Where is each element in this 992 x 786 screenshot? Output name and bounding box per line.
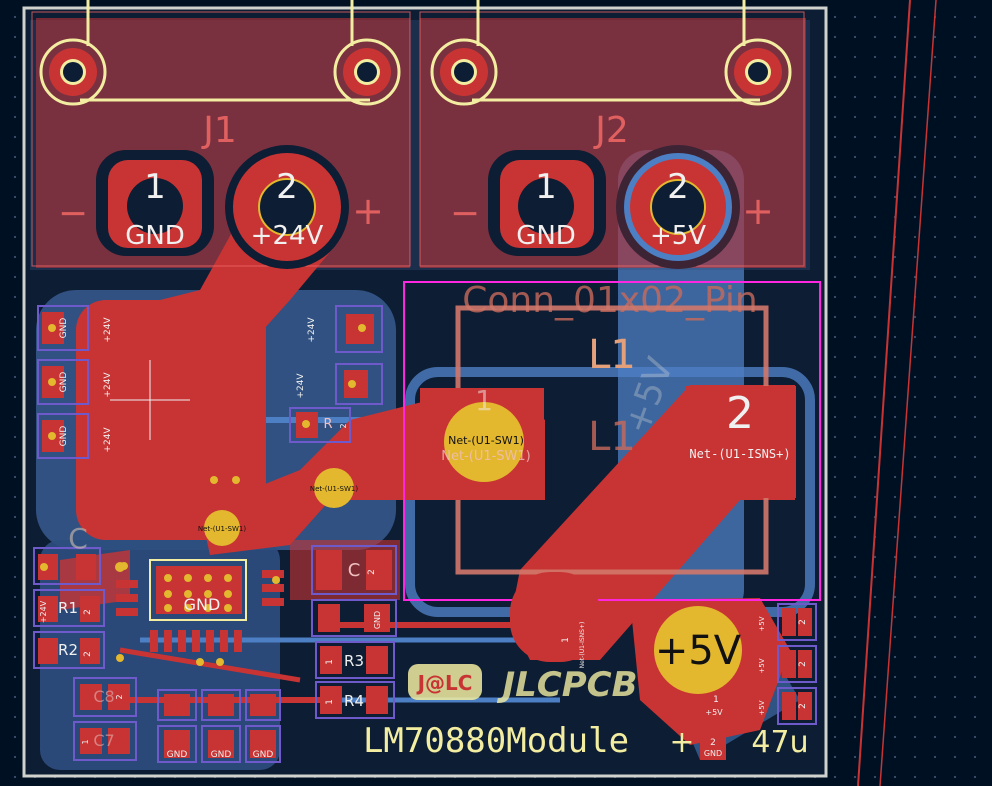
- ic-u1[interactable]: GND: [116, 476, 284, 666]
- edge-cut-line: [879, 0, 937, 786]
- mid-cap-ref: C: [348, 560, 361, 581]
- silkscreen-branding: J@LC JLCPCB LM70880Module: [363, 664, 638, 761]
- resistor-r-ref: R: [323, 417, 332, 432]
- c8-ref-label: C8: [93, 687, 114, 706]
- j2-pin2-net: +5V: [650, 221, 706, 251]
- ocap3-net: +5V: [758, 700, 766, 715]
- out-pad-net: Net-(U1-ISNS+): [579, 622, 586, 669]
- ocap1-net: +5V: [758, 616, 766, 631]
- out-gnd-pad-num: 2: [710, 738, 716, 748]
- out-cap-plus: +: [669, 725, 694, 760]
- board-edge: [22, 6, 828, 778]
- j1-pin1-net: GND: [125, 221, 185, 251]
- u1-thermal-net: GND: [184, 595, 221, 614]
- j2-ref-label: J2: [593, 110, 629, 151]
- r3-pin-label: 1: [325, 659, 335, 665]
- l1-pad1-net: Net-(U1-SW1): [448, 434, 524, 447]
- j1-minus-mark: −: [58, 193, 88, 234]
- ocap3-pin: 2: [798, 703, 808, 709]
- connector-j2[interactable]: J2 1 GND − 2 +5V +: [419, 0, 805, 269]
- rcap2-24v-label: +24V: [296, 373, 306, 399]
- input-cap-3[interactable]: GND +24V: [37, 413, 113, 459]
- logo-text: JLCPCB: [496, 665, 637, 705]
- r2-pin-label: 2: [83, 651, 93, 657]
- r1-ref-label: R1: [58, 599, 78, 617]
- output-section[interactable]: 1 Net-(U1-ISNS+) +5V 1 +5V 2 GND 47u +: [510, 572, 809, 760]
- cap2-24v-label: +24V: [103, 372, 113, 398]
- l1-pad1-net-shadow: Net-(U1-SW1): [441, 449, 531, 464]
- l1-fab-ref-label: L1: [588, 414, 636, 460]
- input-cap-1[interactable]: GND +24V: [37, 305, 113, 351]
- out-pad-pin: 1: [561, 637, 571, 643]
- j2-value-label: Conn_01x02_Pin: [462, 280, 757, 321]
- out-pad1-net: +5V: [705, 708, 723, 717]
- l1-pad1-number: 1: [475, 384, 493, 417]
- r4-ref-label: R4: [344, 692, 364, 710]
- c7-pin-label: 1: [81, 739, 90, 744]
- r4-pin-label: 1: [325, 699, 335, 705]
- gnd-pad-label-2: GND: [211, 750, 232, 760]
- r2-ref-label: R2: [58, 641, 78, 659]
- j2-minus-mark: −: [450, 193, 480, 234]
- r1-net-label: +24V: [39, 600, 48, 623]
- inductor-l1[interactable]: Conn_01x02_Pin L1 L1 1 Net-(U1-SW1) Net-…: [403, 280, 821, 601]
- resistors-left[interactable]: R1 +24V 2 R2 2 C: [33, 522, 125, 669]
- out-cap-value: 47u: [751, 725, 808, 760]
- right-input-caps[interactable]: +24V +24V R 2: [289, 305, 383, 443]
- sw-via-net-2: Net-(U1-SW1): [198, 525, 246, 533]
- board-title: LM70880Module: [363, 721, 629, 761]
- j2-pin1-net: GND: [516, 221, 576, 251]
- c8-pin-label: 2: [115, 694, 124, 699]
- logo-badge: J@LC: [416, 671, 473, 695]
- cap1-24v-label: +24V: [103, 317, 113, 343]
- l1-pad2-net: Net-(U1-ISNS+): [689, 447, 790, 461]
- j1-plus-mark: +: [352, 189, 384, 233]
- j2-pin2-number: 2: [667, 167, 689, 207]
- r1-pin-label: 2: [83, 609, 93, 615]
- ocap2-net: +5V: [758, 658, 766, 673]
- j2-pin1-number: 1: [535, 167, 557, 207]
- j1-pin2-net: +24V: [251, 221, 324, 251]
- sw-via-net: Net-(U1-SW1): [310, 485, 358, 493]
- j1-ref-label: J1: [201, 110, 237, 151]
- c7-ref-label: C7: [93, 731, 114, 750]
- j2-plus-mark: +: [742, 189, 774, 233]
- small-caps-bottom[interactable]: C8 2 C7 1: [73, 677, 137, 761]
- j1-pin2-number: 2: [276, 167, 298, 207]
- rcap1-24v-label: +24V: [307, 317, 317, 343]
- l1-pad2-number: 2: [726, 388, 754, 439]
- ocap1-pin: 2: [798, 619, 808, 625]
- resistors-right[interactable]: C 2 GND R3 1 R4 1: [311, 545, 397, 719]
- out-gnd-pad-net: GND: [704, 749, 722, 758]
- cap3-gnd-label: GND: [59, 426, 69, 447]
- gnd-pad-label-1: GND: [167, 750, 188, 760]
- gnd-pad-array[interactable]: GND GND GND: [157, 689, 281, 763]
- input-capacitors[interactable]: GND +24V GND +24V GND +24V: [37, 305, 190, 459]
- out-via-net: +5V: [655, 628, 742, 674]
- cap3-24v-label: +24V: [103, 427, 113, 453]
- mid-cap-pin: 2: [367, 569, 377, 575]
- input-cap-2[interactable]: GND +24V: [37, 359, 113, 405]
- output-caps-right[interactable]: 2 +5V 2 +5V 2 +5V: [758, 603, 817, 725]
- ocap2-pin: 2: [798, 661, 808, 667]
- resistor-r-pin: 2: [339, 423, 348, 428]
- j1-pin1-number: 1: [144, 167, 166, 207]
- sw-node-vias: Net-(U1-SW1) Net-(U1-SW1): [198, 468, 358, 546]
- l1-ref-label: L1: [588, 332, 636, 378]
- r3-ref-label: R3: [344, 652, 364, 670]
- mid-cap-gnd: GND: [373, 611, 382, 629]
- gnd-pad-label-3: GND: [253, 750, 274, 760]
- connector-j1[interactable]: J1 1 GND − 2 +24V +: [31, 0, 411, 269]
- cap-ref-ghost: C: [68, 522, 88, 555]
- out-pad1-number: 1: [713, 695, 719, 705]
- cap2-gnd-label: GND: [59, 372, 69, 393]
- cap1-gnd-label: GND: [59, 318, 69, 339]
- edge-cut-line: [857, 0, 911, 786]
